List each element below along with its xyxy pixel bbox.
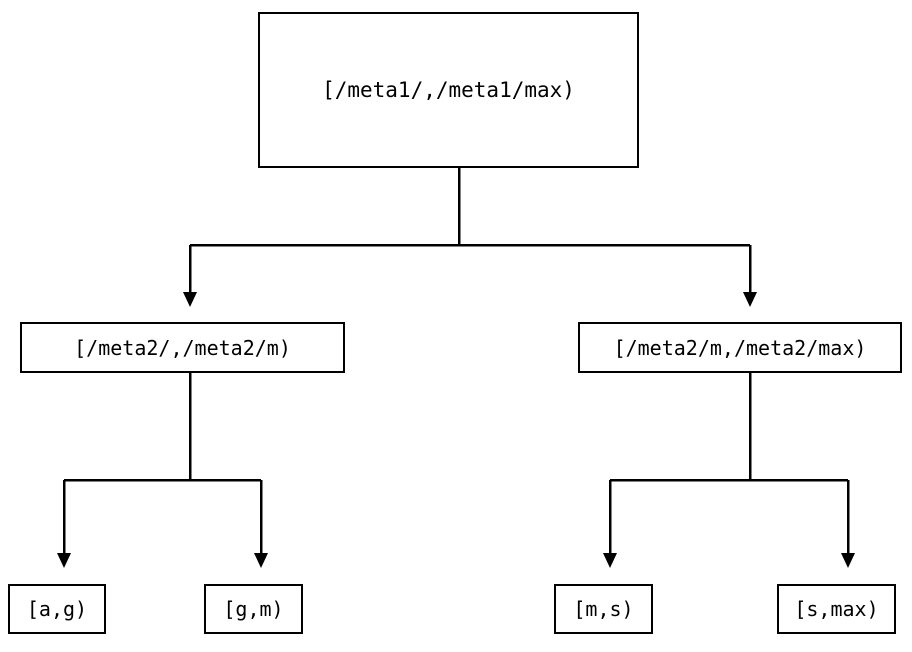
node-mid-left[interactable]: [/meta2/,/meta2/m) xyxy=(20,322,345,373)
node-leaf-3-label: [m,s) xyxy=(573,597,634,621)
node-root[interactable]: [/meta1/,/meta1/max) xyxy=(258,12,639,168)
node-root-label: [/meta1/,/meta1/max) xyxy=(322,78,575,102)
node-mid-left-label: [/meta2/,/meta2/m) xyxy=(74,335,291,360)
node-mid-right[interactable]: [/meta2/m,/meta2/max) xyxy=(578,322,902,373)
arrowhead-mid-right xyxy=(743,292,757,307)
node-leaf-2-label: [g,m) xyxy=(223,597,284,621)
node-leaf-4-label: [s,max) xyxy=(794,597,879,621)
arrowhead-leaf-3 xyxy=(603,553,617,568)
node-leaf-1[interactable]: [a,g) xyxy=(8,584,106,634)
arrowhead-leaf-1 xyxy=(57,553,71,568)
arrowhead-leaf-2 xyxy=(254,553,268,568)
node-leaf-3[interactable]: [m,s) xyxy=(554,584,653,634)
node-mid-right-label: [/meta2/m,/meta2/max) xyxy=(613,335,867,360)
arrowhead-mid-left xyxy=(183,292,197,307)
node-leaf-1-label: [a,g) xyxy=(26,597,88,621)
arrowhead-leaf-4 xyxy=(841,553,855,568)
node-leaf-4[interactable]: [s,max) xyxy=(777,584,896,634)
node-leaf-2[interactable]: [g,m) xyxy=(204,584,303,634)
